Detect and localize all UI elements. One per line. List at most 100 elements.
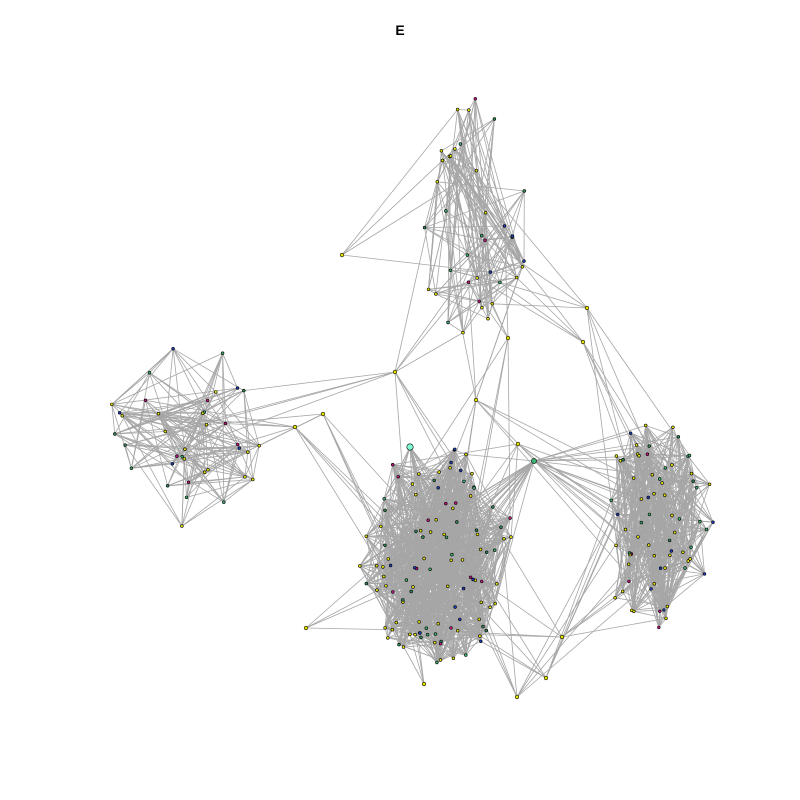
graph-node — [184, 495, 189, 500]
edge — [424, 227, 517, 278]
edge — [475, 260, 525, 401]
graph-node — [433, 632, 438, 636]
edge — [114, 391, 216, 435]
edge — [475, 399, 634, 479]
edge — [435, 634, 438, 663]
graph-node — [204, 423, 209, 427]
graph-node — [698, 519, 702, 524]
graph-node — [483, 238, 487, 242]
graph-node — [637, 454, 641, 458]
edge — [394, 160, 443, 373]
graph-node — [413, 566, 417, 570]
graph-node — [246, 450, 250, 454]
graph-node — [451, 506, 455, 511]
edge — [402, 460, 535, 603]
graph-node — [493, 601, 497, 606]
edge — [428, 277, 517, 290]
graph-node — [156, 412, 161, 416]
edge — [561, 618, 667, 638]
edge — [202, 413, 238, 445]
graph-node — [433, 640, 437, 645]
edge — [111, 348, 174, 405]
graph-node — [404, 578, 409, 582]
graph-node — [382, 497, 386, 501]
graph-node — [643, 423, 648, 428]
edge — [447, 282, 501, 323]
graph-node — [509, 535, 513, 539]
edge — [516, 477, 635, 698]
graph-node — [614, 454, 619, 458]
edge — [463, 337, 509, 589]
bridge-node — [505, 335, 511, 341]
edge — [641, 425, 647, 500]
edge — [172, 353, 223, 464]
edge — [500, 527, 518, 698]
edge — [384, 508, 453, 511]
edge — [586, 307, 612, 501]
edge — [167, 353, 223, 486]
graph-node — [676, 435, 681, 439]
graph-node — [436, 486, 440, 490]
graph-node — [664, 616, 668, 621]
graph-node — [438, 642, 443, 646]
graph-node — [428, 567, 432, 571]
edge — [384, 460, 535, 629]
graph-node — [390, 627, 394, 632]
graph-node — [397, 642, 401, 647]
edge — [427, 634, 454, 659]
graph-node — [468, 575, 473, 579]
graph-node — [702, 572, 707, 576]
graph-node — [704, 527, 709, 532]
edge — [341, 148, 456, 256]
graph-node — [687, 453, 692, 458]
edge — [131, 412, 203, 469]
edge — [380, 446, 411, 527]
bridge-node — [339, 252, 345, 258]
edge — [149, 372, 260, 447]
graph-node — [510, 234, 515, 238]
edge — [561, 567, 661, 638]
edge — [424, 227, 486, 241]
edge — [398, 454, 467, 478]
edge — [131, 372, 150, 469]
edge — [660, 555, 671, 569]
graph-node — [410, 482, 415, 486]
graph-node — [626, 562, 631, 566]
graph-node — [621, 458, 625, 462]
edge — [294, 426, 464, 589]
graph-node — [444, 535, 449, 540]
edge — [457, 109, 483, 308]
edge — [533, 460, 671, 556]
edge — [184, 371, 396, 450]
edge — [468, 110, 483, 308]
graph-node — [455, 107, 460, 112]
graph-node — [435, 180, 439, 184]
edge — [442, 160, 478, 279]
edge — [441, 150, 513, 238]
graph-node — [691, 479, 695, 483]
graph-node — [652, 582, 656, 586]
graph-node — [183, 447, 187, 451]
edge — [516, 487, 698, 698]
edge — [533, 460, 672, 552]
edge — [462, 307, 483, 333]
graph-node — [123, 443, 127, 447]
edge — [437, 460, 535, 624]
edge — [651, 474, 676, 533]
graph-node — [522, 189, 526, 193]
graph-node — [646, 495, 650, 500]
edge — [252, 445, 260, 480]
edge — [359, 565, 420, 623]
edge — [243, 371, 396, 391]
graph-node — [413, 632, 417, 637]
edge — [465, 454, 535, 462]
edge — [641, 498, 672, 552]
edge — [650, 588, 660, 628]
edge — [689, 547, 692, 560]
graph-node — [170, 462, 175, 466]
edge — [409, 446, 461, 620]
graph-node — [478, 634, 482, 638]
graph-node — [508, 516, 512, 520]
graph-node — [461, 330, 465, 335]
graph-node — [475, 532, 480, 537]
